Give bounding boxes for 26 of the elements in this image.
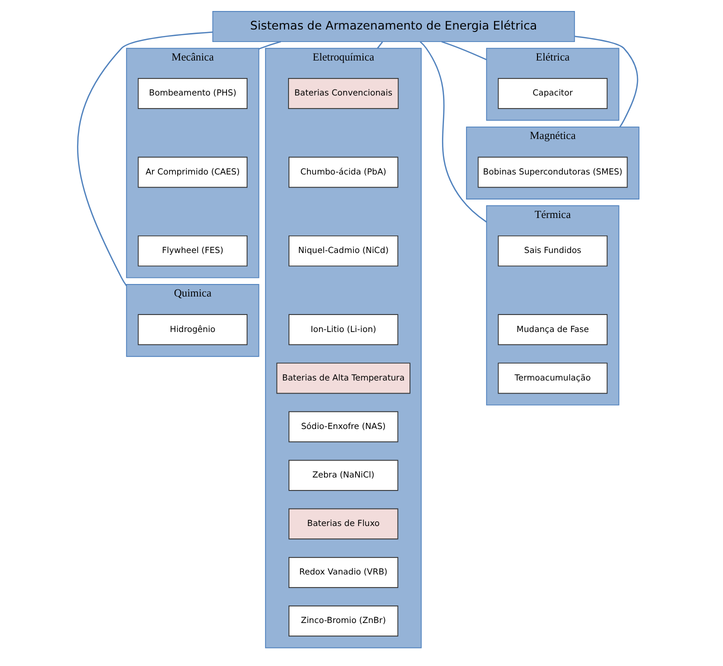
connector	[258, 41, 282, 50]
node-box: Termoacumulação	[498, 362, 608, 394]
node-box: Capacitor	[498, 78, 608, 110]
connector	[77, 32, 213, 286]
node-box: Ion-Litio (Li-ion)	[288, 314, 398, 346]
node-box: Baterias Convencionais	[288, 78, 399, 110]
connector	[377, 42, 383, 49]
node-box: Zebra (NaNiCl)	[288, 460, 398, 491]
node-box: Niquel-Cadmio (NiCd)	[288, 235, 398, 266]
connector	[574, 36, 638, 128]
connector	[420, 41, 487, 223]
node-box: Zinco-Bromio (ZnBr)	[288, 606, 398, 637]
node-box: Hidrogênio	[138, 314, 248, 346]
node-box: Sódio-Enxofre (NAS)	[288, 411, 398, 442]
node-box: Mudança de Fase	[498, 314, 608, 346]
node-box: Redox Vanadio (VRB)	[288, 556, 398, 588]
node-box: Baterias de Alta Temperatura	[276, 362, 410, 394]
node-box: Baterias de Fluxo	[288, 508, 398, 540]
connector	[441, 41, 487, 60]
node-box: Sais Fundidos	[498, 235, 608, 266]
node-box: Flywheel (FES)	[138, 235, 248, 266]
node-box: Ar Comprimido (CAES)	[138, 156, 248, 188]
node-box: Sistemas de Armazenamento de Energia Elétrica	[212, 11, 575, 42]
node-box: Bobinas Supercondutoras (SMES)	[478, 156, 628, 188]
node-box: Chumbo-ácida (PbA)	[288, 156, 398, 188]
node-box: Bombeamento (PHS)	[138, 78, 248, 110]
